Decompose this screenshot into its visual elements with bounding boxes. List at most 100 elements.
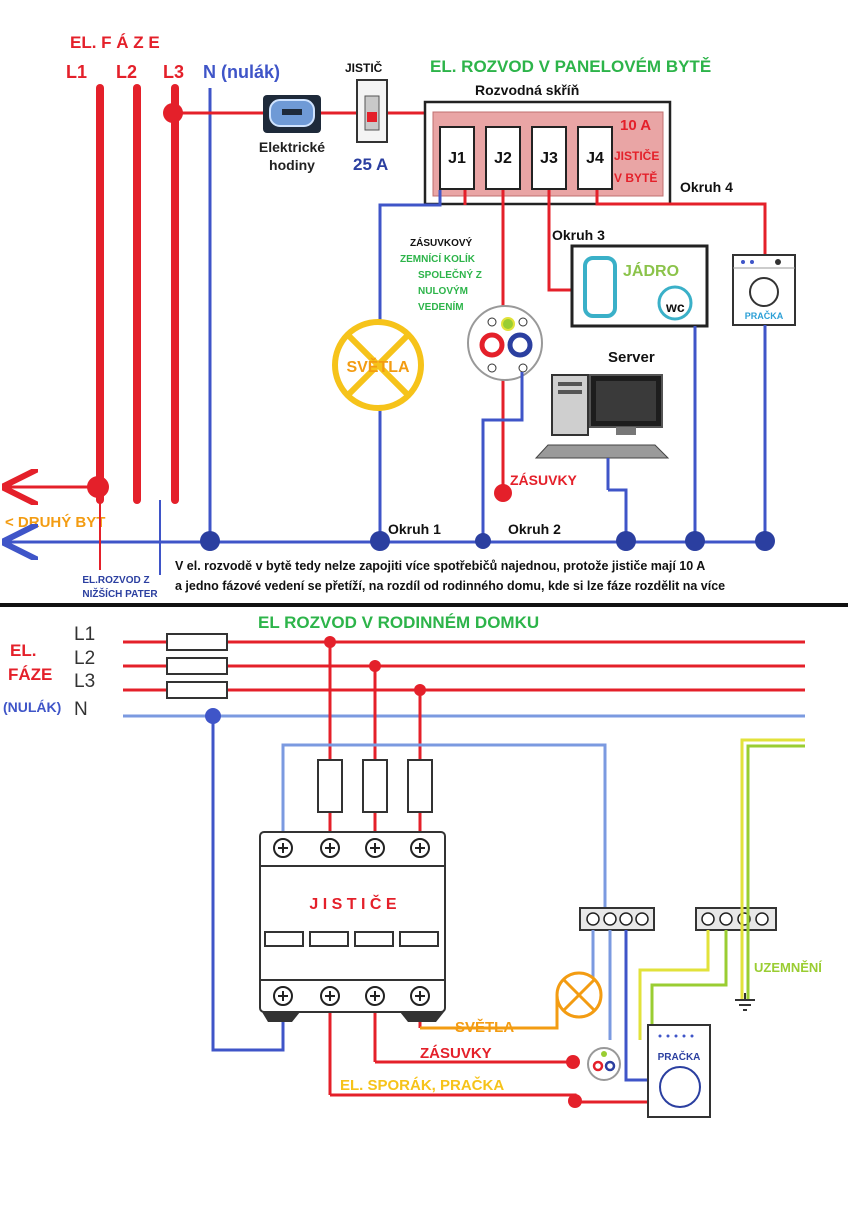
- breaker-note-3: V BYTĚ: [614, 170, 657, 185]
- fuse-l3: [407, 759, 433, 813]
- electricity-meter-icon: [263, 95, 321, 133]
- breaker-j1-label: J1: [448, 150, 466, 167]
- bottom-label-l1: L1: [74, 624, 95, 645]
- neutral-node-1: [200, 531, 220, 551]
- washer-top-label: PRAČKA: [745, 310, 784, 321]
- breaker-j4: J4: [577, 126, 613, 190]
- stove-junction: [568, 1094, 582, 1108]
- main-breaker-icon: [356, 79, 388, 143]
- bottom-label-l2: L2: [74, 648, 95, 669]
- bottom-phases-label-2: FÁZE: [8, 665, 52, 684]
- ground-to-washer: [650, 930, 728, 1060]
- circuit-2-neutral: [608, 488, 628, 540]
- top-section: EL. F Á Z E L1 L2 L3 N (nulák) JISTIČ EL…: [5, 33, 796, 600]
- note-line-1: V el. rozvodě v bytě tedy nelze zapojiti…: [175, 559, 705, 573]
- bottom-title: EL ROZVOD V RODINNÉM DOMKU: [258, 613, 539, 632]
- breaker-j2: J2: [485, 126, 521, 190]
- lower-floors-label-2: NIŽŠÍCH PATER: [82, 587, 158, 600]
- terminal-block-neutral: [579, 907, 655, 931]
- breakers-label: J I S T I Č E: [309, 894, 396, 913]
- cabinet-title: Rozvodná skříň: [475, 82, 579, 98]
- bottom-label-l3: L3: [74, 671, 95, 692]
- earthing-label: UZEMNĚNÍ: [754, 960, 822, 975]
- fuse-l2: [362, 759, 388, 813]
- socket-note-4: NULOVÝM: [418, 284, 468, 297]
- circuit-3-label: Okruh 3: [552, 227, 605, 243]
- socket-note-5: VEDENÍM: [418, 300, 464, 313]
- breaker-j2-label: J2: [494, 150, 512, 167]
- washer-bottom-label: PRAČKA: [658, 1050, 701, 1063]
- second-flat-label: < DRUHÝ BYT: [5, 513, 105, 531]
- breaker-j3-label: J3: [540, 150, 558, 167]
- breaker-j3: J3: [531, 126, 567, 190]
- stove-wire: [330, 1093, 648, 1104]
- breaker-block: [259, 831, 446, 1022]
- meter-label-2: hodiny: [269, 157, 315, 173]
- server-label: Server: [608, 349, 655, 366]
- top-title: EL. ROZVOD V PANELOVÉM BYTĚ: [430, 57, 711, 76]
- section-divider: [0, 603, 848, 607]
- circuit-4-label: Okruh 4: [680, 179, 733, 195]
- terminal-block-ground: [695, 907, 777, 931]
- note-line-2: a jedno fázové vedení se přetíží, na roz…: [175, 579, 725, 593]
- ground-wire-green: [746, 744, 805, 1000]
- socket-note-1: ZÁSUVKOVÝ: [410, 236, 473, 249]
- socket-bottom-icon: [587, 1047, 621, 1081]
- label-l3: L3: [163, 62, 184, 82]
- washer-bottom: PRAČKA: [647, 1024, 711, 1118]
- neutral-node-4: [616, 531, 636, 551]
- breaker-j1: J1: [439, 126, 475, 190]
- circuit-4-phase: [595, 190, 767, 255]
- socket-neutral-wire: [481, 372, 524, 540]
- neutral-node-3: [475, 533, 491, 549]
- neutral-feed: [211, 716, 285, 1052]
- lights-wire: [420, 995, 559, 1030]
- lights-bottom-label: SVĚTLA: [455, 1018, 514, 1036]
- label-l2: L2: [116, 62, 137, 82]
- circuit-1-label: Okruh 1: [388, 521, 441, 537]
- sockets-bottom-junction: [566, 1055, 580, 1069]
- main-breaker-rating: 25 A: [353, 155, 388, 174]
- label-neutral: N (nulák): [203, 62, 280, 82]
- bathtub-icon: [583, 256, 617, 318]
- breaker-j4-label: J4: [586, 150, 604, 167]
- meter-label-1: Elektrické: [259, 139, 325, 155]
- neutral-to-terminal: [281, 743, 607, 912]
- sockets-top-label: ZÁSUVKY: [510, 472, 578, 488]
- l1-junction: [87, 476, 109, 498]
- main-fuse-l2: [166, 657, 228, 675]
- main-fuse-l1: [166, 633, 228, 651]
- breaker-note-2: JISTIČE: [614, 148, 659, 163]
- server-computer-icon: [534, 374, 670, 459]
- fuse-l1: [317, 759, 343, 813]
- neutral-to-washer: [624, 930, 650, 1082]
- bottom-section: EL ROZVOD V RODINNÉM DOMKU EL. FÁZE (NUL…: [3, 613, 822, 1118]
- ground-to-socket: [638, 930, 710, 1040]
- core-label: JÁDRO: [623, 261, 679, 280]
- bottom-neutral-label: (NULÁK): [3, 699, 61, 715]
- lights-top-icon: [332, 319, 424, 411]
- l3-junction: [163, 103, 183, 123]
- bottom-phases-label-1: EL.: [10, 641, 36, 660]
- neutral-node-5: [685, 531, 705, 551]
- circuit-3-phase: [547, 190, 572, 292]
- top-phases-heading: EL. F Á Z E: [70, 33, 160, 52]
- bathroom-core: JÁDRO wc: [570, 244, 709, 328]
- wc-label: wc: [665, 299, 685, 315]
- label-l1: L1: [66, 62, 87, 82]
- lamp-bottom-icon: [555, 971, 603, 1019]
- toilet-icon: [657, 285, 693, 321]
- socket-top-icon: [467, 305, 543, 381]
- ground-wire-yellow: [740, 738, 805, 1000]
- stove-label: EL. SPORÁK, PRAČKA: [340, 1076, 504, 1094]
- sockets-junction: [494, 484, 512, 502]
- sockets-bottom-label: ZÁSUVKY: [420, 1045, 492, 1062]
- washer-top: PRAČKA: [732, 254, 796, 326]
- socket-note-3: SPOLEČNÝ Z: [418, 268, 482, 281]
- breaker-note-1: 10 A: [620, 117, 651, 134]
- lower-floors-label-1: EL.ROZVOD Z: [82, 575, 149, 586]
- neutral-node-6: [755, 531, 775, 551]
- circuit-2-label: Okruh 2: [508, 521, 561, 537]
